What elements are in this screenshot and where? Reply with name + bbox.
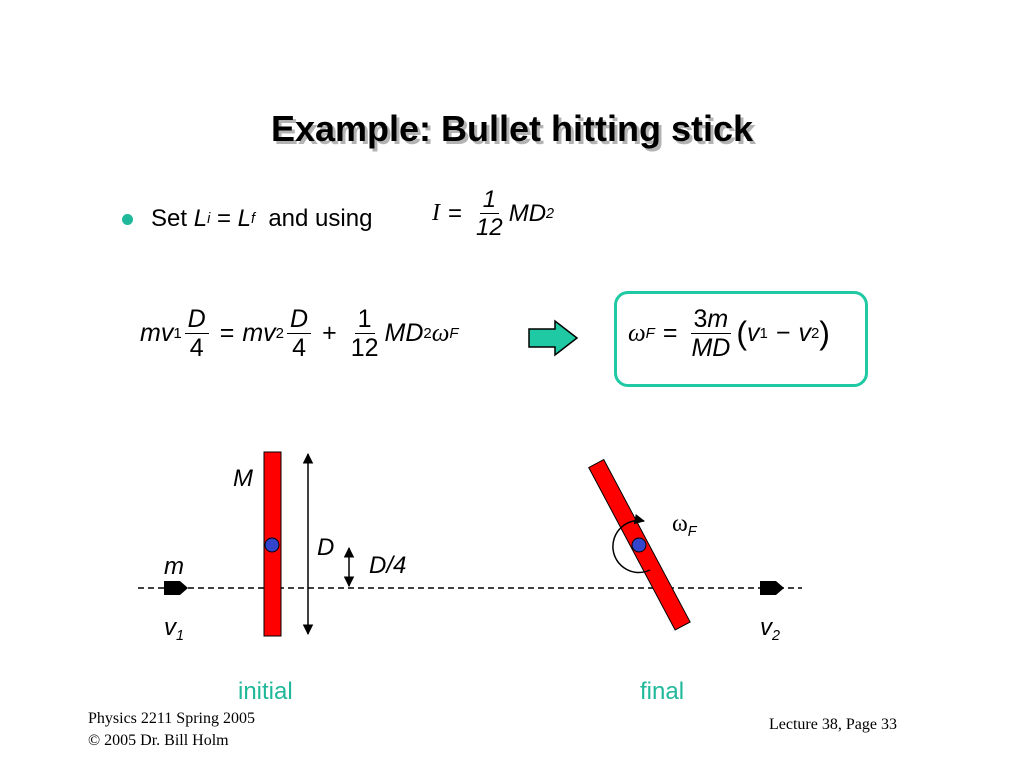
result-box	[614, 291, 868, 387]
equals-sign: =	[219, 319, 235, 348]
mv2-term: mv	[242, 319, 276, 348]
rotation-arrow-icon	[612, 514, 651, 574]
equals-sign: =	[216, 205, 231, 232]
L-symbol: L	[193, 205, 208, 232]
slide-title: Example: Bullet hitting stick	[270, 108, 754, 149]
mass-M-label: M	[233, 465, 253, 492]
m-symbol: m	[707, 305, 729, 333]
D-over-4-fraction-2: D 4	[287, 306, 312, 363]
three: 3	[693, 305, 708, 333]
3m-over-MD-fraction: 3m MD	[688, 306, 733, 362]
denominator-MD: MD	[691, 334, 731, 363]
I-symbol: I	[432, 200, 440, 227]
subscript-1: 1	[173, 325, 182, 343]
denominator-4: 4	[292, 334, 306, 363]
initial-caption: initial	[238, 678, 293, 705]
subscript-1: 1	[176, 628, 185, 645]
subscript-2: 2	[275, 325, 285, 343]
mv1-term: mv	[140, 319, 174, 348]
i-subscript: i	[207, 211, 211, 227]
set-text: Set	[151, 205, 188, 232]
denominator: 12	[476, 214, 503, 242]
omega-symbol: ω	[628, 319, 646, 347]
bullet-dot-icon	[122, 213, 133, 225]
equals-sign: =	[448, 199, 463, 227]
squared-exponent: 2	[546, 205, 555, 222]
numerator-3m: 3m	[690, 305, 732, 335]
MD-symbol: MD	[508, 199, 547, 227]
length-D-label: D	[317, 534, 335, 561]
course-name: Physics 2211 Spring 2005	[88, 710, 255, 727]
v1-label: v1	[164, 614, 184, 644]
D4-label: D/4	[369, 552, 407, 579]
denominator-12: 12	[350, 334, 379, 363]
squared-exponent: 2	[423, 325, 432, 343]
numerator-D: D	[184, 306, 209, 335]
numerator-1: 1	[354, 306, 375, 335]
final-caption: final	[640, 678, 685, 705]
omega-F-label: ωF	[672, 510, 697, 540]
v1-symbol: v	[746, 319, 760, 348]
D-over-4-fraction: D 4	[184, 306, 209, 363]
final-center-dot	[631, 537, 647, 553]
right-paren: )	[819, 315, 830, 352]
footer-course-info: Physics 2211 Spring 2005 © 2005 Dr. Bill…	[88, 708, 255, 752]
final-bullet-icon	[760, 581, 784, 595]
omega-symbol: ω	[431, 319, 450, 347]
left-paren: (	[736, 315, 747, 352]
v-symbol: v	[760, 614, 772, 641]
implies-arrow-icon	[528, 319, 579, 357]
L-symbol-final: L	[237, 205, 251, 232]
initial-bullet-icon	[164, 581, 188, 595]
F-subscript: F	[645, 325, 655, 343]
denominator-4: 4	[189, 334, 204, 363]
copyright-text: © 2005 Dr. Bill Holm	[88, 732, 229, 749]
f-subscript: f	[250, 211, 255, 227]
v2-symbol: v	[798, 319, 811, 348]
MD-symbol: MD	[384, 319, 424, 348]
page-number: Lecture 38, Page 33	[769, 716, 897, 733]
F-subscript: F	[687, 524, 697, 541]
plus-sign: +	[322, 319, 337, 348]
minus-sign: −	[775, 319, 791, 348]
v-symbol: v	[164, 614, 176, 641]
initial-center-dot	[264, 537, 280, 553]
subscript-2: 2	[772, 628, 781, 645]
subscript-1: 1	[759, 325, 768, 343]
and-using-text: and using	[268, 205, 373, 232]
v2-label: v2	[760, 614, 780, 644]
one-twelfth-fraction: 1 12	[473, 187, 506, 242]
one-twelfth-fraction: 1 12	[348, 306, 382, 362]
bullet-mass-m-label: m	[164, 553, 184, 580]
numerator-D: D	[287, 306, 312, 335]
numerator: 1	[479, 187, 500, 215]
equals-sign: =	[662, 319, 678, 348]
omega-symbol: ω	[672, 511, 688, 537]
subscript-2: 2	[810, 325, 820, 343]
F-subscript: F	[449, 325, 459, 343]
